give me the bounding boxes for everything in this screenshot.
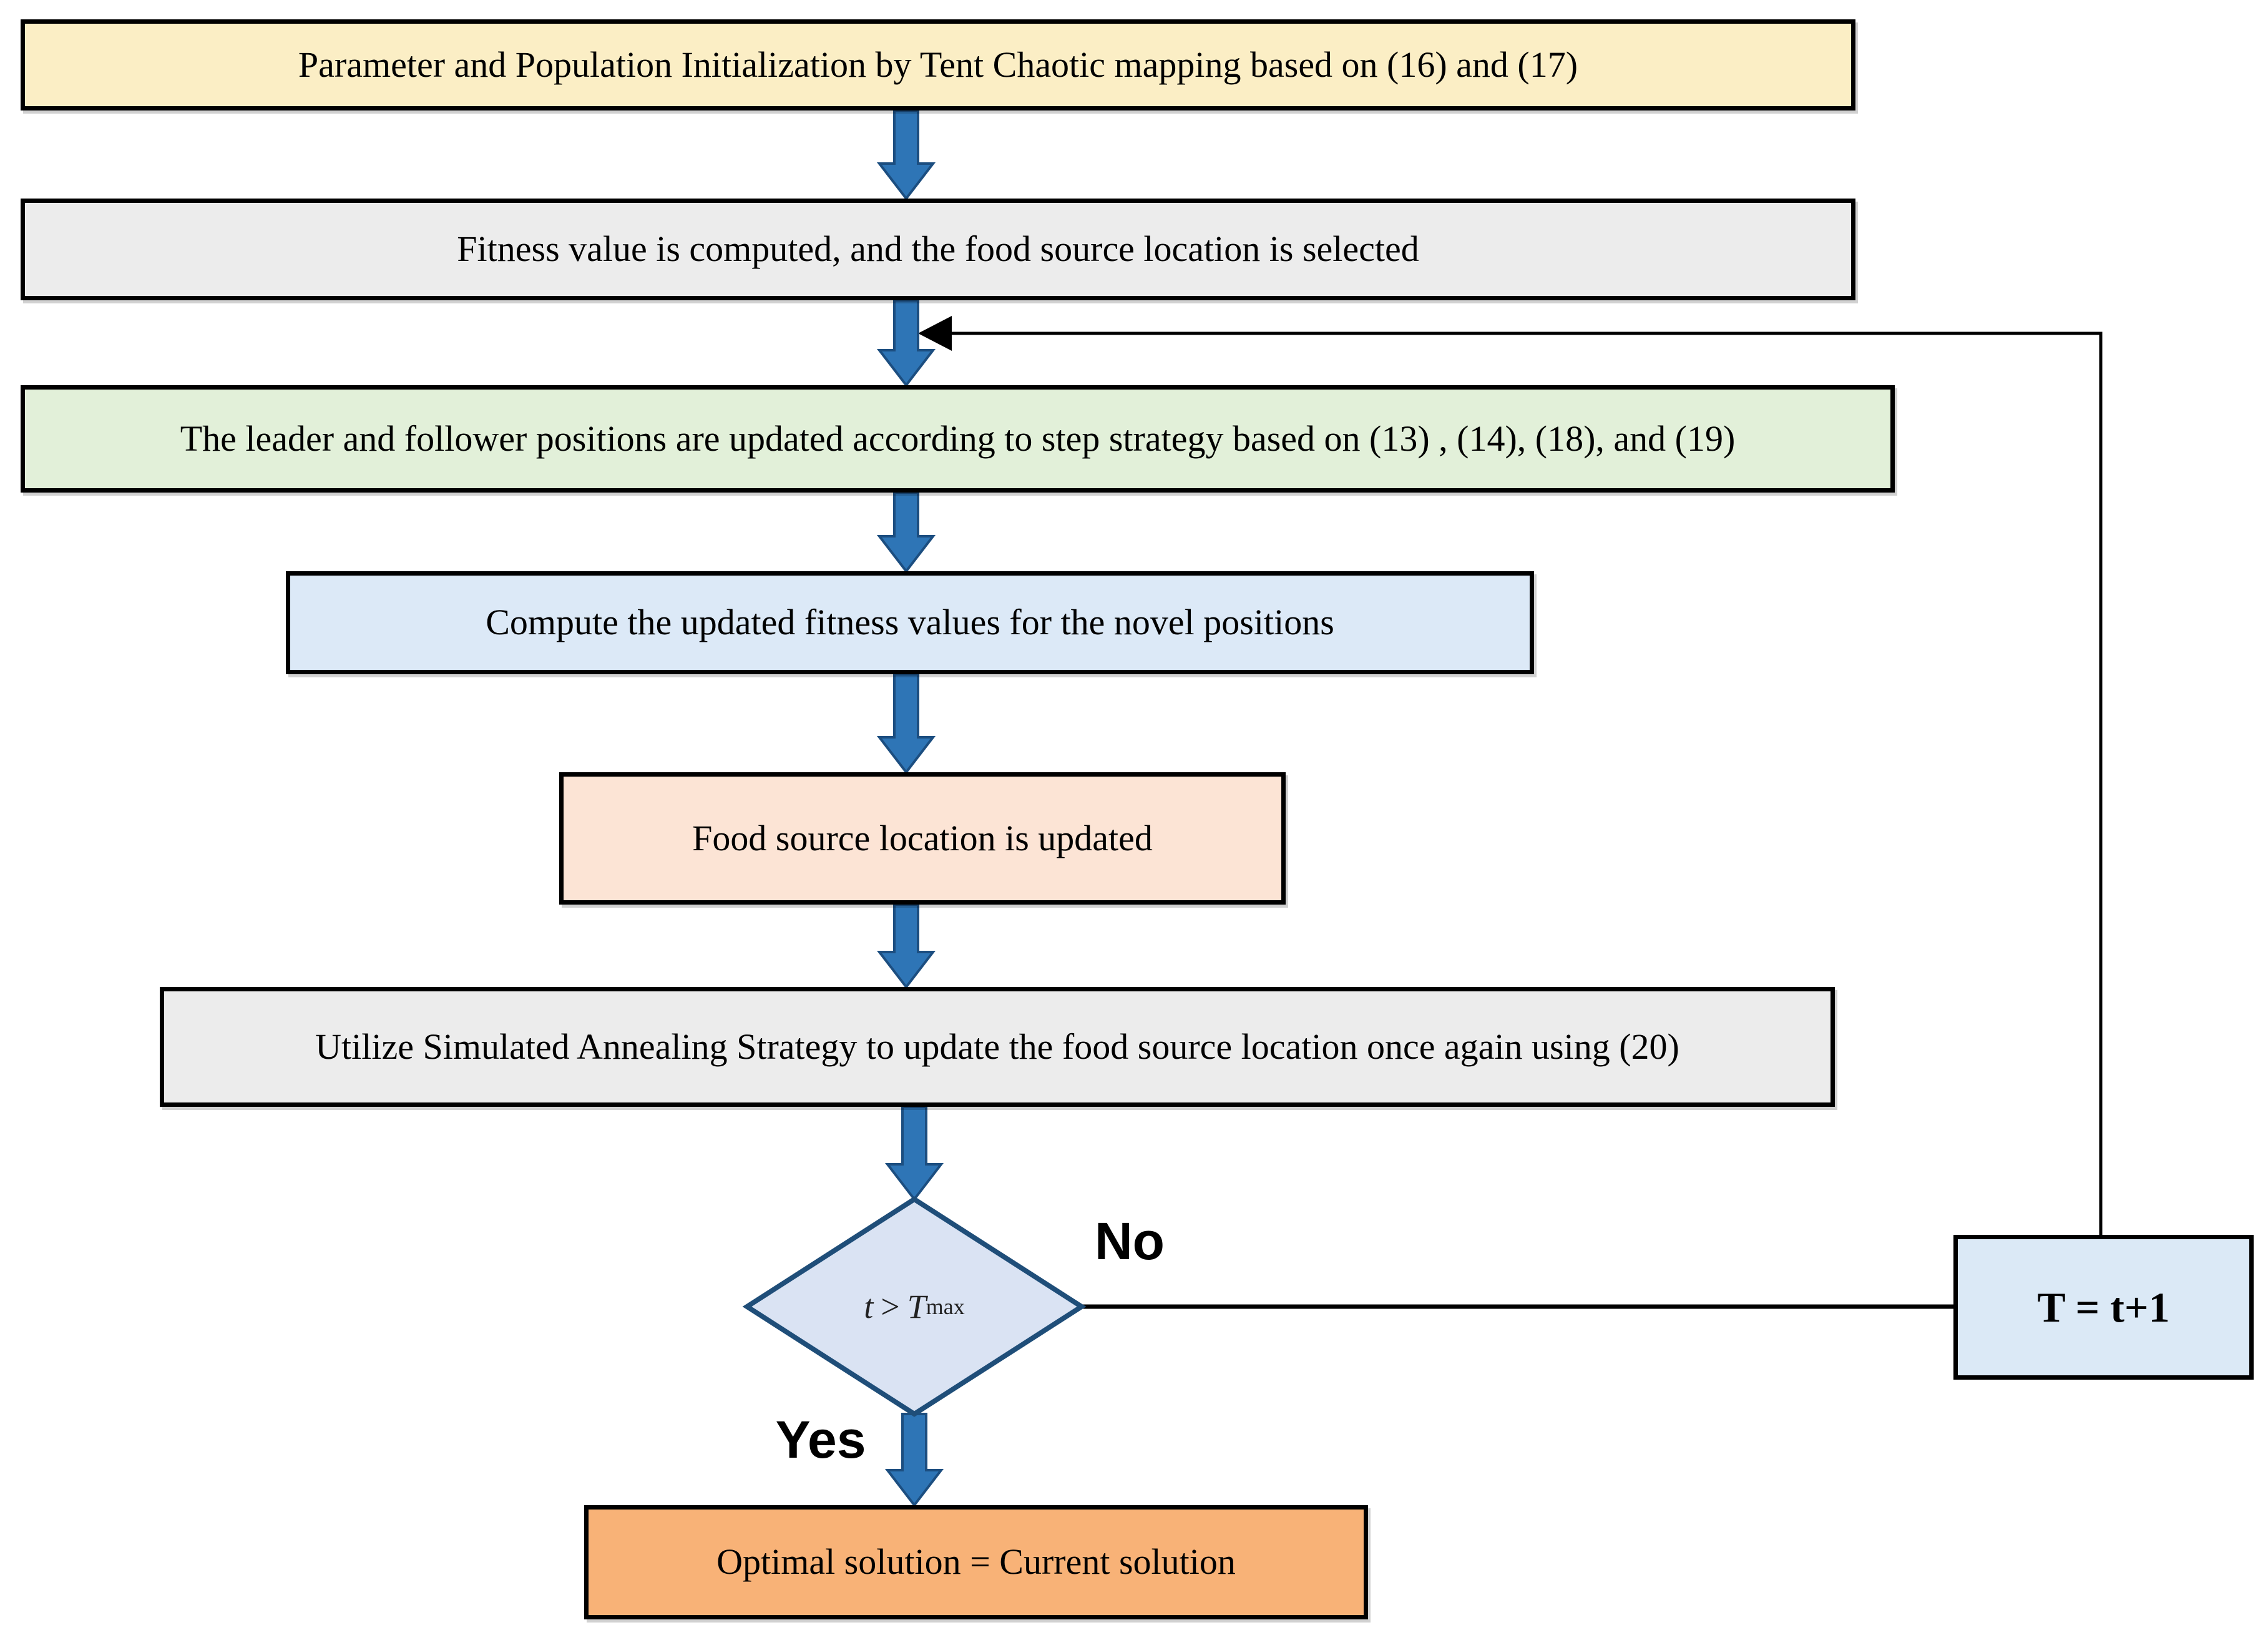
- decision-operator: >: [881, 1288, 900, 1325]
- node-compute-fitness-label: Compute the updated fitness values for t…: [486, 602, 1334, 643]
- node-optimal-solution: Optimal solution = Current solution: [584, 1505, 1368, 1619]
- feedback-arrowhead-icon: [918, 316, 952, 351]
- node-food-source-label: Food source location is updated: [692, 817, 1153, 858]
- node-fitness: Fitness value is computed, and the food …: [21, 199, 1855, 300]
- node-increment: T = t+1: [1953, 1235, 2254, 1380]
- flow-arrow-leader-to-compute: [876, 491, 936, 574]
- decision-diamond: [742, 1196, 1087, 1417]
- flow-arrow-annealing-to-decision: [884, 1106, 944, 1202]
- node-leader-follower: The leader and follower positions are up…: [21, 385, 1895, 493]
- decision-var-t: t: [864, 1288, 874, 1325]
- node-optimal-solution-label: Optimal solution = Current solution: [716, 1541, 1236, 1583]
- node-fitness-label: Fitness value is computed, and the food …: [457, 228, 1419, 270]
- feedback-line: [951, 331, 2103, 1235]
- branch-label-yes: Yes: [775, 1410, 866, 1469]
- flow-arrow-init-to-fitness: [876, 109, 936, 201]
- node-simulated-annealing-label: Utilize Simulated Annealing Strategy to …: [315, 1026, 1679, 1067]
- node-compute-fitness: Compute the updated fitness values for t…: [286, 571, 1534, 674]
- node-increment-label: T = t+1: [2037, 1283, 2170, 1331]
- node-food-source: Food source location is updated: [559, 772, 1286, 905]
- decision-var-T: T: [907, 1288, 926, 1325]
- node-initialization-label: Parameter and Population Initialization …: [298, 44, 1578, 85]
- flow-arrow-compute-to-food: [876, 673, 936, 775]
- node-initialization: Parameter and Population Initialization …: [21, 19, 1855, 110]
- flow-arrow-decision-to-optimal: [884, 1413, 944, 1508]
- node-leader-follower-label: The leader and follower positions are up…: [180, 418, 1736, 459]
- branch-label-no: No: [1095, 1212, 1165, 1270]
- flow-arrow-fitness-to-leader: [876, 299, 936, 388]
- flow-arrow-food-to-annealing: [876, 903, 936, 989]
- node-simulated-annealing: Utilize Simulated Annealing Strategy to …: [160, 987, 1835, 1107]
